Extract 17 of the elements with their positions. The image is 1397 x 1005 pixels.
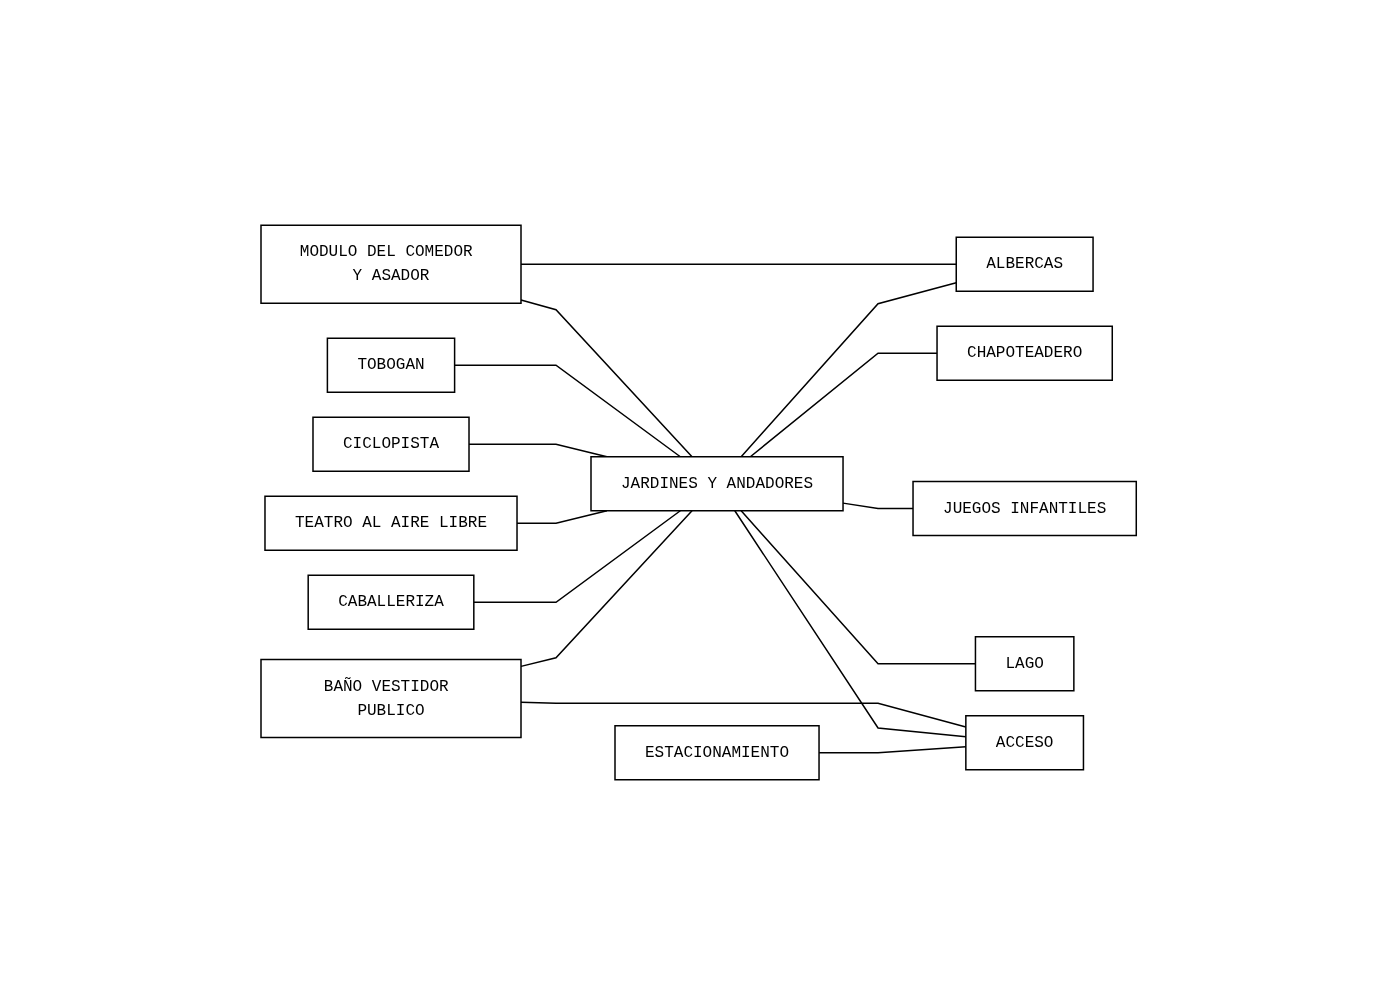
node-box: ALBERCAS xyxy=(955,236,1094,292)
node-box: JUEGOS INFANTILES xyxy=(912,480,1137,537)
node-box: MODULO DEL COMEDOR Y ASADOR xyxy=(260,224,522,304)
connector xyxy=(740,281,957,458)
node-box: BAÑO VESTIDOR PUBLICO xyxy=(260,658,522,739)
connector xyxy=(520,299,693,458)
node-box: TEATRO AL AIRE LIBRE xyxy=(264,495,518,551)
node-box: ACCESO xyxy=(964,715,1085,771)
node-box: TOBOGAN xyxy=(326,337,456,393)
node-box: LAGO xyxy=(974,636,1075,692)
node-box: CABALLERIZA xyxy=(307,574,475,630)
connector xyxy=(520,263,957,265)
node-box: JARDINES Y ANDADORES xyxy=(590,456,844,512)
node-box: CICLOPISTA xyxy=(312,416,470,472)
node-box: ESTACIONAMIENTO xyxy=(614,725,820,781)
node-box: CHAPOTEADERO xyxy=(936,325,1113,381)
connector xyxy=(520,510,693,668)
